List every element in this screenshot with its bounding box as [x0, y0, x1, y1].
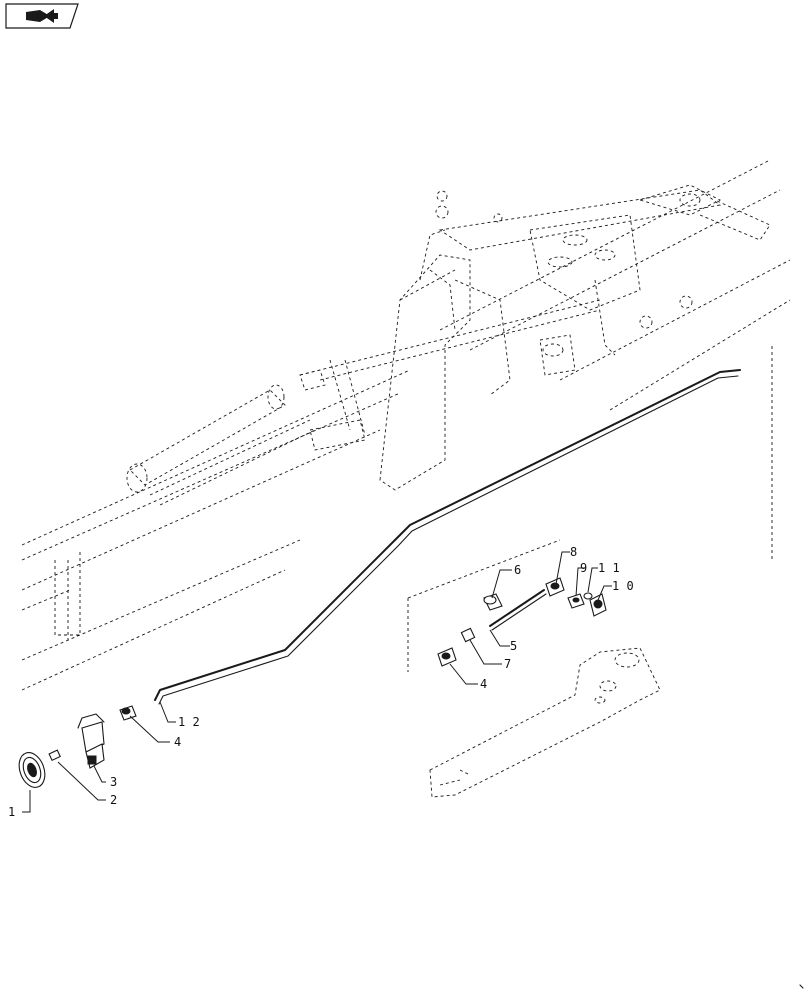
callout-5: 5 — [510, 639, 517, 653]
hose-line — [154, 369, 741, 705]
lock-nut — [567, 593, 585, 609]
coupler-fitting-right — [437, 647, 457, 667]
nut-fitting — [483, 593, 503, 611]
callout-2: 2 — [110, 793, 117, 807]
callout-7: 7 — [504, 657, 511, 671]
callout-1: 1 — [8, 805, 15, 819]
corner-mark — [799, 984, 804, 989]
callout-3: 3 — [110, 775, 117, 789]
arm-casting — [429, 647, 661, 798]
sleeve-fitting — [460, 627, 476, 643]
callout-9: 9 — [580, 561, 587, 575]
sensor-fitting — [589, 593, 607, 617]
callout-4-right: 4 — [480, 677, 487, 691]
callout-8: 8 — [570, 545, 577, 559]
elbow-fitting — [545, 577, 565, 597]
callout-12: 1 2 — [178, 715, 200, 729]
callout-6: 6 — [514, 563, 521, 577]
callout-11: 1 1 — [598, 561, 620, 575]
callout-10: 1 0 — [612, 579, 634, 593]
boom-frame-assembly — [21, 159, 791, 691]
back-nav-button[interactable] — [5, 3, 79, 29]
adapter-fitting — [48, 749, 61, 762]
leader-lines — [22, 551, 612, 813]
callout-labels: 1 2 3 4 1 2 4 5 6 7 8 9 1 0 1 1 — [8, 545, 634, 819]
coupler-fitting-left — [119, 705, 137, 721]
callout-4-left: 4 — [174, 735, 181, 749]
pressure-gauge — [18, 752, 46, 788]
o-ring — [583, 592, 593, 600]
fitting-detail-box — [407, 346, 773, 672]
connecting-tube — [489, 589, 547, 631]
valve-body — [77, 713, 105, 769]
book-arrow-icon — [26, 9, 58, 23]
